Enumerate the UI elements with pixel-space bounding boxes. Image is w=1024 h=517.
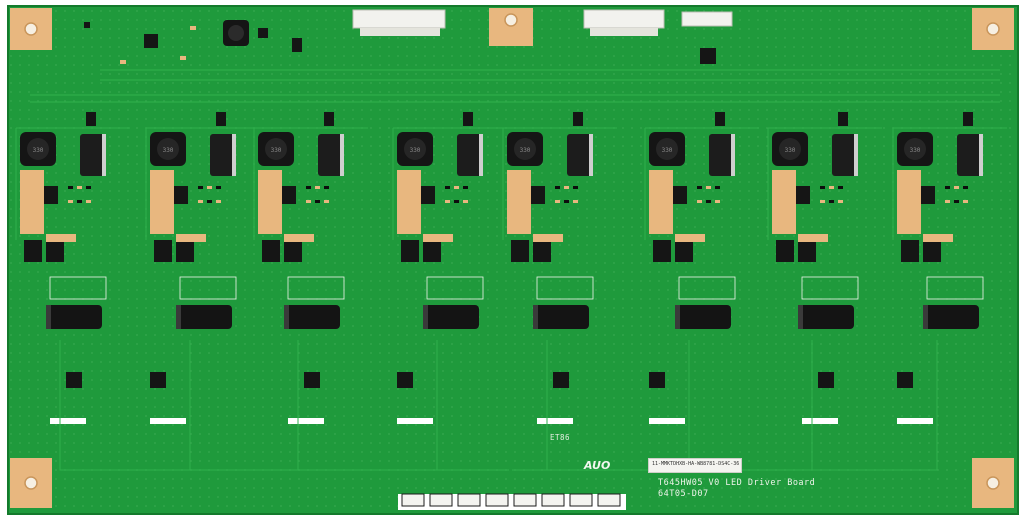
silk-outline <box>536 276 594 300</box>
inductor-marking: 330 <box>662 147 673 154</box>
silk-outline <box>801 276 859 300</box>
board-title: T645HW05 V0 LED Driver Board <box>658 478 816 488</box>
edge-finger <box>541 493 565 507</box>
capacitor <box>567 134 593 176</box>
capacitor-horizontal <box>533 305 589 329</box>
driver-ic <box>150 372 166 388</box>
driver-ic <box>649 372 665 388</box>
edge-finger <box>401 493 425 507</box>
edge-finger <box>569 493 593 507</box>
edge-finger <box>513 493 537 507</box>
resistor-array <box>50 418 86 424</box>
driver-ic <box>818 372 834 388</box>
mosfet <box>921 186 935 204</box>
copper-pad <box>397 170 421 234</box>
inductor-marking: 330 <box>271 147 282 154</box>
mosfet <box>44 186 58 204</box>
capacitor-horizontal <box>284 305 340 329</box>
resistor-array <box>288 418 324 424</box>
capacitor-horizontal <box>798 305 854 329</box>
board-number: 64T05-D07 <box>658 489 709 499</box>
barcode-text: 11-MMKTDHXB-HA-WB8781-DS4C-36 <box>652 461 740 467</box>
capacitor <box>832 134 858 176</box>
silk-outline <box>678 276 736 300</box>
resistor-array <box>649 418 685 424</box>
capacitor <box>318 134 344 176</box>
capacitor <box>210 134 236 176</box>
inductor-marking: 330 <box>910 147 921 154</box>
edge-finger <box>457 493 481 507</box>
capacitor <box>709 134 735 176</box>
inductor-marking: 330 <box>163 147 174 154</box>
mosfet <box>421 186 435 204</box>
silk-outline <box>426 276 484 300</box>
capacitor-horizontal <box>176 305 232 329</box>
capacitor-horizontal <box>423 305 479 329</box>
silk-outline <box>926 276 984 300</box>
silk-outline <box>179 276 237 300</box>
driver-ic <box>553 372 569 388</box>
capacitor-horizontal <box>46 305 102 329</box>
driver-ic <box>66 372 82 388</box>
edge-finger <box>429 493 453 507</box>
resistor-array <box>397 418 433 424</box>
input-connectors <box>352 9 733 36</box>
capacitor-horizontal <box>675 305 731 329</box>
capacitor-horizontal <box>923 305 979 329</box>
resistor-array <box>537 418 573 424</box>
control-circuit <box>84 20 716 64</box>
mounting-pads <box>10 8 1014 508</box>
capacitor <box>457 134 483 176</box>
copper-pad <box>150 170 174 234</box>
edge-finger <box>485 493 509 507</box>
capacitor <box>80 134 106 176</box>
resistor-array <box>150 418 186 424</box>
driver-ic <box>397 372 413 388</box>
mosfet <box>174 186 188 204</box>
manufacturer-logo: AUO <box>584 459 611 472</box>
resistor-array <box>897 418 933 424</box>
silk-outline <box>287 276 345 300</box>
copper-pad <box>649 170 673 234</box>
driver-channels: 330 330 330 330 330 330 330 330 <box>15 112 1007 471</box>
silk-outline <box>49 276 107 300</box>
resistor-array <box>802 418 838 424</box>
edge-finger <box>597 493 621 507</box>
driver-ic <box>897 372 913 388</box>
mosfet <box>282 186 296 204</box>
mosfet <box>531 186 545 204</box>
barcode-sticker: 11-MMKTDHXB-HA-WB8781-DS4C-36 <box>648 458 742 473</box>
edge-fingers <box>398 493 626 510</box>
inductor-marking: 330 <box>410 147 421 154</box>
inductor-marking: 330 <box>785 147 796 154</box>
inductor-marking: 330 <box>520 147 531 154</box>
copper-pad <box>20 170 44 234</box>
silkscreen-marker: ET86 <box>550 433 571 442</box>
driver-ic <box>304 372 320 388</box>
copper-pad <box>772 170 796 234</box>
capacitor <box>957 134 983 176</box>
copper-pad <box>507 170 531 234</box>
mosfet <box>673 186 687 204</box>
mosfet <box>796 186 810 204</box>
copper-pad <box>258 170 282 234</box>
inductor-marking: 330 <box>33 147 44 154</box>
copper-pad <box>897 170 921 234</box>
